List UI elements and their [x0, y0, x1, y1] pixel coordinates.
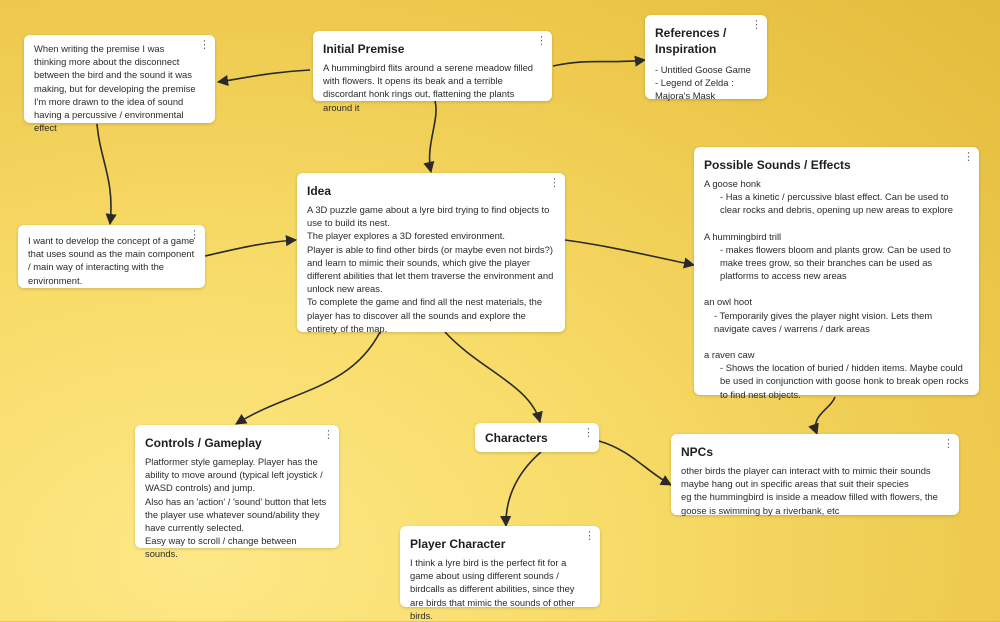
- card-characters[interactable]: ⋮ Characters: [475, 423, 599, 452]
- card-npcs[interactable]: ⋮ NPCs other birds the player can intera…: [671, 434, 959, 517]
- card-menu-icon[interactable]: ⋮: [751, 18, 762, 31]
- connector-premise-to-note: [216, 69, 311, 87]
- connector-idea-to-controls: [235, 331, 381, 425]
- connector-characters-to-npcs: [598, 440, 672, 486]
- card-menu-icon[interactable]: ⋮: [536, 34, 547, 47]
- card-controls-gameplay[interactable]: ⋮ Controls / Gameplay Platformer style g…: [135, 425, 339, 559]
- card-possible-sounds[interactable]: ⋮ Possible Sounds / Effects A goose honk…: [694, 147, 979, 400]
- connector-sounds-to-npcs: [808, 396, 836, 436]
- card-body: When writing the premise I was thinking …: [34, 43, 196, 134]
- connector-characters-to-player: [500, 451, 542, 528]
- sound-description: - makes flowers bloom and plants grow. C…: [720, 243, 951, 282]
- sound-name: an owl hoot: [704, 296, 752, 308]
- sound-description: - Temporarily gives the player night vis…: [714, 309, 933, 334]
- card-body: I think a lyre bird is the perfect fit f…: [410, 557, 575, 621]
- card-menu-icon[interactable]: ⋮: [549, 176, 560, 189]
- npc-line: other birds the player can interact with…: [681, 465, 931, 490]
- card-menu-icon[interactable]: ⋮: [584, 529, 595, 542]
- card-menu-icon[interactable]: ⋮: [963, 150, 974, 163]
- card-initial-premise[interactable]: ⋮ Initial Premise A hummingbird flits ar…: [313, 31, 552, 113]
- card-references[interactable]: ⋮ References / Inspiration - Untitled Go…: [645, 15, 767, 101]
- connector-concept-to-idea: [204, 235, 298, 257]
- connector-idea-to-characters: [444, 331, 543, 424]
- connector-note-to-concept: [96, 123, 117, 226]
- card-menu-icon[interactable]: ⋮: [189, 228, 200, 241]
- card-premise-note[interactable]: ⋮ When writing the premise I was thinkin…: [24, 35, 215, 133]
- card-body: other birds the player can interact with…: [681, 464, 949, 517]
- card-menu-icon[interactable]: ⋮: [943, 437, 954, 450]
- idea-line: To complete the game and find all the ne…: [307, 296, 543, 334]
- card-menu-icon[interactable]: ⋮: [199, 38, 210, 51]
- card-title: Possible Sounds / Effects: [704, 158, 851, 172]
- sound-name: A hummingbird trill: [704, 230, 782, 242]
- idea-line: Player is able to find other birds (or m…: [307, 243, 554, 295]
- reference-item: - Untitled Goose Game: [655, 64, 751, 75]
- card-title: Initial Premise: [323, 42, 405, 56]
- npc-line: eg the hummingbird is inside a meadow fi…: [681, 491, 938, 516]
- reference-item: - Legend of Zelda : Majora's Mask: [655, 77, 734, 102]
- card-menu-icon[interactable]: ⋮: [323, 428, 334, 441]
- sound-description: - Has a kinetic / percussive blast effec…: [720, 191, 953, 216]
- sound-name: a raven caw: [704, 349, 755, 361]
- connector-premise-to-references: [552, 55, 647, 67]
- card-title: Idea: [307, 184, 332, 198]
- card-body: Platformer style gameplay. Player has th…: [145, 455, 329, 561]
- idea-line: The player explores a 3D forested enviro…: [307, 230, 506, 242]
- card-title: Player Character: [410, 537, 506, 551]
- controls-line: Easy way to scroll / change between soun…: [145, 535, 297, 560]
- card-body: - Untitled Goose Game - Legend of Zelda …: [655, 63, 757, 103]
- sound-description: - Shows the location of buried / hidden …: [720, 362, 969, 400]
- controls-line: Platformer style gameplay. Player has th…: [145, 456, 323, 494]
- controls-line: Also has an 'action' / 'sound' button th…: [145, 495, 327, 534]
- connector-idea-to-sounds: [564, 239, 696, 269]
- card-player-character[interactable]: ⋮ Player Character I think a lyre bird i…: [400, 526, 600, 621]
- card-body: A 3D puzzle game about a lyre bird tryin…: [307, 203, 555, 335]
- card-body: I want to develop the concept of a game …: [28, 235, 195, 286]
- card-idea[interactable]: ⋮ Idea A 3D puzzle game about a lyre bir…: [297, 173, 565, 335]
- card-title: References / Inspiration: [655, 26, 727, 56]
- card-title: Characters: [485, 431, 548, 445]
- card-body: A goose honk - Has a kinetic / percussiv…: [704, 177, 969, 401]
- card-title: Controls / Gameplay: [145, 436, 262, 450]
- card-menu-icon[interactable]: ⋮: [583, 426, 594, 439]
- card-title: NPCs: [681, 445, 714, 459]
- idea-line: A 3D puzzle game about a lyre bird tryin…: [307, 204, 550, 229]
- card-concept-note[interactable]: ⋮ I want to develop the concept of a gam…: [18, 225, 205, 288]
- card-body: A hummingbird flits around a serene mead…: [323, 62, 534, 113]
- sound-name: A goose honk: [704, 178, 761, 189]
